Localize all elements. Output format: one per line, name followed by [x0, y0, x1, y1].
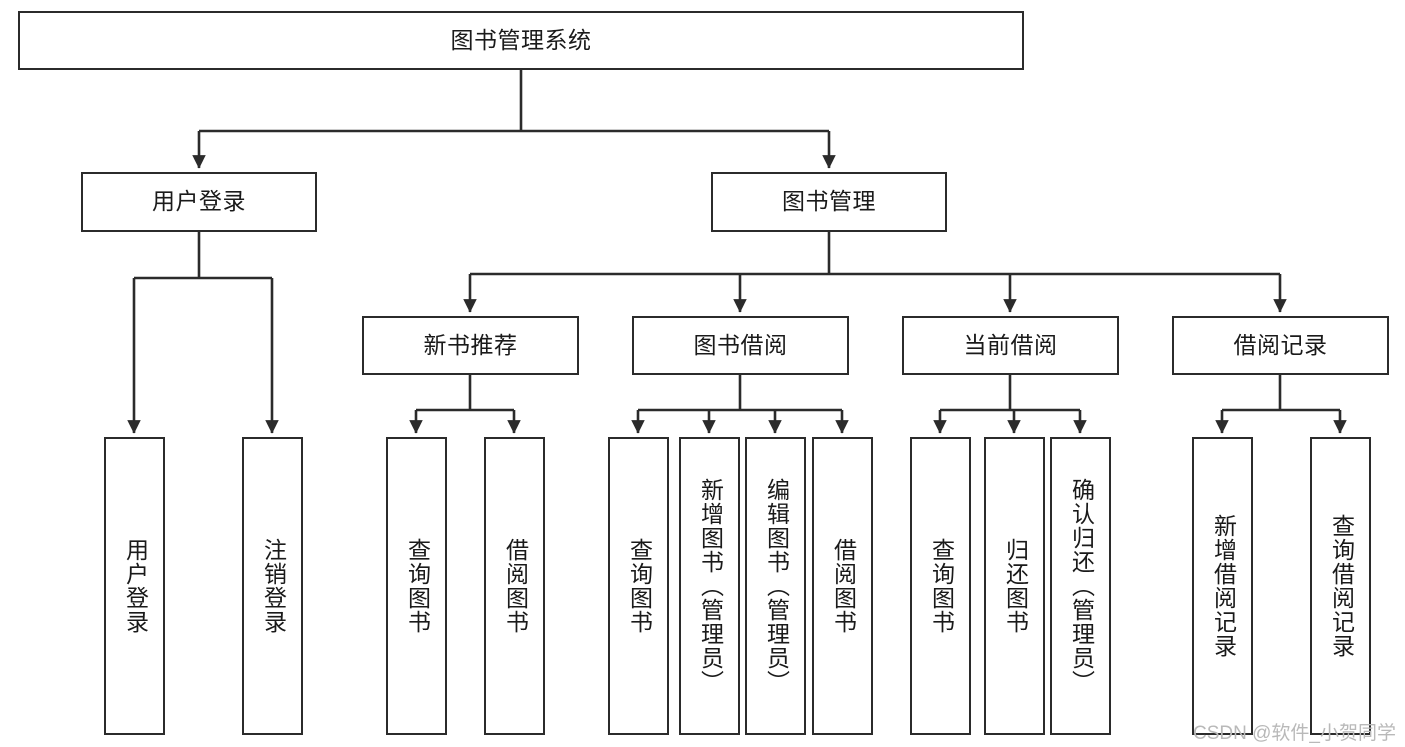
node-leaf-query-book-2[interactable]: 查询图书 [608, 437, 669, 735]
node-book-borrow-label: 图书借阅 [693, 331, 788, 358]
csdn-watermark: CSDN @软件_小贺同学 [1193, 723, 1396, 744]
node-leaf-confirm-return[interactable]: 确认归还（管理员） [1050, 437, 1111, 735]
node-leaf-borrow-book-1-label: 借阅图书 [502, 538, 529, 634]
node-book-admin-label: 图书管理 [782, 188, 876, 215]
node-book-borrow[interactable]: 图书借阅 [632, 316, 849, 375]
node-leaf-query-book-3[interactable]: 查询图书 [910, 437, 971, 735]
node-leaf-edit-book[interactable]: 编辑图书（管理员） [745, 437, 806, 735]
node-leaf-user-login[interactable]: 用户登录 [104, 437, 165, 735]
node-leaf-add-record-label: 新增借阅记录 [1210, 514, 1237, 658]
node-leaf-borrow-book-2[interactable]: 借阅图书 [812, 437, 873, 735]
node-leaf-add-record[interactable]: 新增借阅记录 [1192, 437, 1253, 735]
node-borrow-record[interactable]: 借阅记录 [1172, 316, 1389, 375]
node-root-label: 图书管理系统 [450, 26, 592, 53]
node-current-borrow[interactable]: 当前借阅 [902, 316, 1119, 375]
node-leaf-return-book[interactable]: 归还图书 [984, 437, 1045, 735]
node-book-admin[interactable]: 图书管理 [711, 172, 947, 232]
node-leaf-add-book[interactable]: 新增图书（管理员） [679, 437, 740, 735]
node-leaf-confirm-return-label: 确认归还（管理员） [1068, 478, 1095, 694]
node-leaf-query-book-1[interactable]: 查询图书 [386, 437, 447, 735]
node-leaf-borrow-book-1[interactable]: 借阅图书 [484, 437, 545, 735]
node-user-login[interactable]: 用户登录 [81, 172, 317, 232]
node-leaf-user-logout[interactable]: 注销登录 [242, 437, 303, 735]
node-leaf-query-book-2-label: 查询图书 [626, 538, 653, 634]
node-new-book-rec[interactable]: 新书推荐 [362, 316, 579, 375]
node-leaf-query-record[interactable]: 查询借阅记录 [1310, 437, 1371, 735]
node-leaf-user-login-label: 用户登录 [122, 538, 149, 634]
node-leaf-user-logout-label: 注销登录 [260, 538, 287, 634]
node-current-borrow-label: 当前借阅 [963, 331, 1058, 358]
node-leaf-query-book-3-label: 查询图书 [928, 538, 955, 634]
node-borrow-record-label: 借阅记录 [1233, 331, 1328, 358]
node-leaf-edit-book-label: 编辑图书（管理员） [763, 478, 790, 694]
node-leaf-add-book-label: 新增图书（管理员） [697, 478, 724, 694]
node-root[interactable]: 图书管理系统 [18, 11, 1024, 70]
node-leaf-query-record-label: 查询借阅记录 [1328, 514, 1355, 658]
node-leaf-borrow-book-2-label: 借阅图书 [830, 538, 857, 634]
node-new-book-rec-label: 新书推荐 [423, 331, 518, 358]
node-leaf-query-book-1-label: 查询图书 [404, 538, 431, 634]
node-user-login-label: 用户登录 [152, 188, 246, 215]
node-leaf-return-book-label: 归还图书 [1002, 538, 1029, 634]
